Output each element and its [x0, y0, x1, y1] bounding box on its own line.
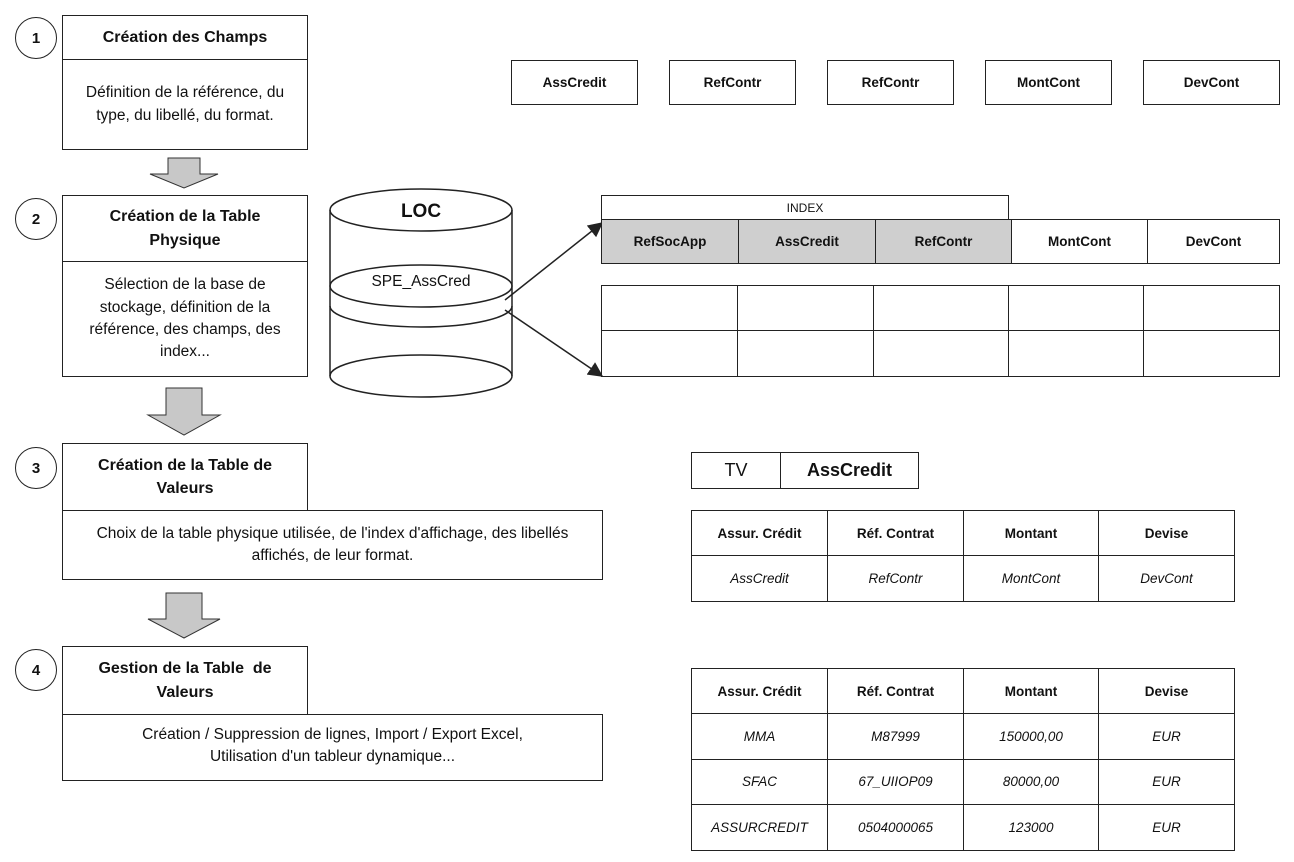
field-box: MontCont [985, 60, 1112, 105]
physical-column: DevCont [1185, 234, 1242, 249]
data-table-cell: 0504000065 [828, 804, 964, 850]
data-table-cell: 80000,00 [964, 759, 1099, 805]
pointer-arrow-index [504, 222, 604, 301]
step-3-title: Création de la Table de Valeurs [62, 443, 308, 511]
physical-column-index: AssCredit [739, 220, 876, 263]
step-2-title: Création de la Table Physique [62, 195, 308, 262]
value-table-mapping: RefContr [828, 556, 964, 601]
data-table-cell: 67_UIIOP09 [828, 759, 964, 805]
step-1-number: 1 [15, 17, 57, 59]
flow-arrow-3-4 [147, 592, 221, 639]
index-label: INDEX [601, 195, 1009, 220]
pointer-arrow-rows [504, 309, 604, 377]
step-1-description: Définition de la référence, du type, du … [62, 59, 308, 150]
flow-arrow-2-3 [146, 387, 222, 436]
value-table-mapping: DevCont [1140, 571, 1193, 586]
step-3-description: Choix de la table physique utilisée, de … [62, 510, 603, 580]
physical-column-index: RefSocApp [602, 220, 739, 263]
empty-cell [738, 331, 874, 376]
value-table-mapping: AssCredit [692, 556, 828, 601]
empty-cell [1144, 331, 1279, 376]
database-name: LOC [400, 201, 442, 222]
value-table-mapping: MontCont [964, 556, 1099, 601]
data-table-cell: EUR [1099, 760, 1234, 805]
data-table-header: Réf. Contrat [828, 669, 964, 715]
step-1-title: Création des Champs [62, 15, 308, 60]
empty-cell [874, 331, 1009, 376]
physical-table-header: RefSocApp AssCredit RefContr MontCont De… [601, 219, 1280, 264]
field-box: RefContr [669, 60, 796, 105]
flow-arrow-1-2 [149, 157, 219, 189]
physical-column: MontCont [1012, 220, 1148, 263]
empty-cell [738, 286, 874, 331]
data-table-header: Devise [1099, 669, 1234, 715]
data-table-header: Montant [964, 669, 1099, 715]
value-table-header: Devise [1099, 511, 1234, 556]
step-2-description: Sélection de la base de stockage, défini… [62, 261, 308, 377]
physical-column-index: RefContr [876, 220, 1012, 263]
data-table-cell: EUR [1099, 714, 1234, 760]
step-4-title: Gestion de la Table de Valeurs [62, 646, 308, 715]
data-table-cell: SFAC [692, 759, 828, 805]
step-3-number: 3 [15, 447, 57, 489]
physical-table-body [601, 285, 1280, 377]
value-table-tag: TV [692, 453, 781, 488]
empty-cell [1144, 286, 1279, 331]
value-table-header: Réf. Contrat [828, 511, 964, 556]
data-table-cell: ASSURCREDIT [692, 804, 828, 850]
empty-cell [602, 286, 738, 331]
value-table-label: TV AssCredit [691, 452, 919, 489]
data-table-cell: MMA [692, 714, 828, 760]
value-table-header: Montant [964, 511, 1099, 556]
value-table-header: Assur. Crédit [692, 511, 828, 556]
data-table-cell: 123000 [964, 804, 1099, 850]
field-box: DevCont [1143, 60, 1280, 105]
data-table: Assur. Crédit Réf. Contrat Montant Devis… [691, 668, 1235, 851]
database-table-name: SPE_AssCred [371, 273, 471, 290]
field-box: AssCredit [511, 60, 638, 105]
data-table-header: Assur. Crédit [692, 669, 828, 715]
step-2-number: 2 [15, 198, 57, 240]
empty-cell [1009, 286, 1144, 331]
value-table-name: AssCredit [806, 460, 893, 480]
step-4-description: Création / Suppression de lignes, Import… [62, 714, 603, 781]
empty-cell [602, 331, 738, 376]
database-cylinder [329, 188, 513, 398]
data-table-cell: EUR [1152, 819, 1181, 835]
empty-cell [874, 286, 1009, 331]
empty-cell [1009, 331, 1144, 376]
data-table-cell: M87999 [828, 714, 964, 760]
field-box: RefContr [827, 60, 954, 105]
step-4-number: 4 [15, 649, 57, 691]
data-table-cell: 150000,00 [964, 714, 1099, 760]
value-table-definition: Assur. Crédit Réf. Contrat Montant Devis… [691, 510, 1235, 602]
